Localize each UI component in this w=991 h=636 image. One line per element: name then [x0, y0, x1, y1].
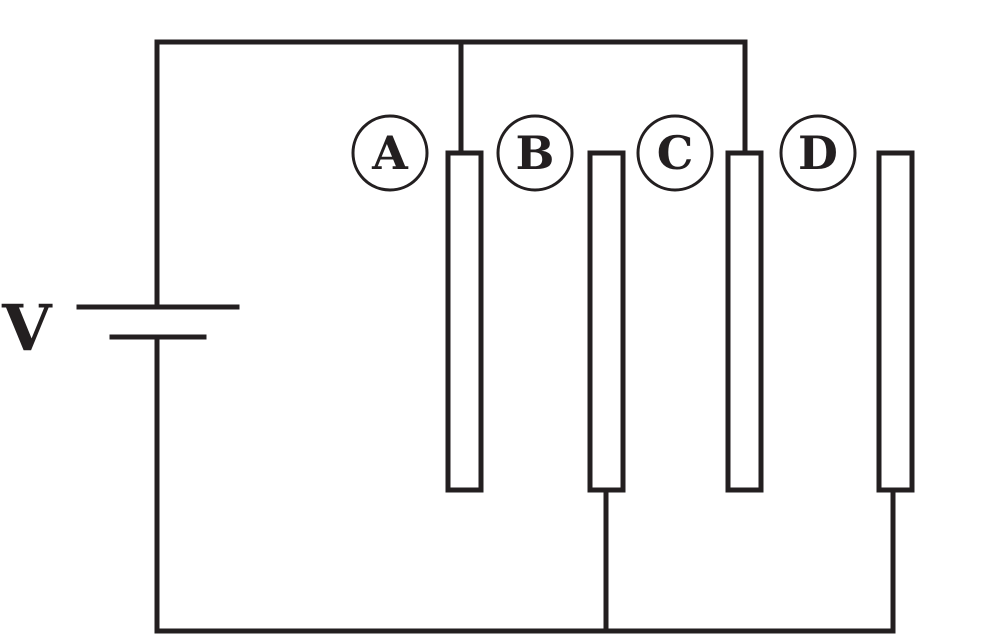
label-text-d: D [798, 126, 838, 180]
plate-b [587, 150, 626, 493]
plates [445, 150, 915, 493]
plate-labels: A B C D [351, 114, 857, 192]
label-text-c: C [657, 126, 694, 180]
plate-label-b: B [496, 114, 574, 192]
plate-a [445, 150, 484, 493]
label-text-b: B [516, 126, 555, 180]
plate-label-c: C [636, 114, 714, 192]
label-text-a: A [371, 126, 409, 180]
plate-c [725, 150, 764, 493]
wires [154, 39, 896, 634]
label-circle-c [636, 114, 714, 192]
label-circle-a [351, 114, 429, 192]
plate-label-a: A [351, 114, 429, 192]
plate-d [876, 150, 915, 493]
label-circle-b [496, 114, 574, 192]
plate-label-d: D [779, 114, 857, 192]
voltage-label: V [1, 291, 53, 366]
battery: V [1, 291, 240, 366]
label-circle-d [779, 114, 857, 192]
